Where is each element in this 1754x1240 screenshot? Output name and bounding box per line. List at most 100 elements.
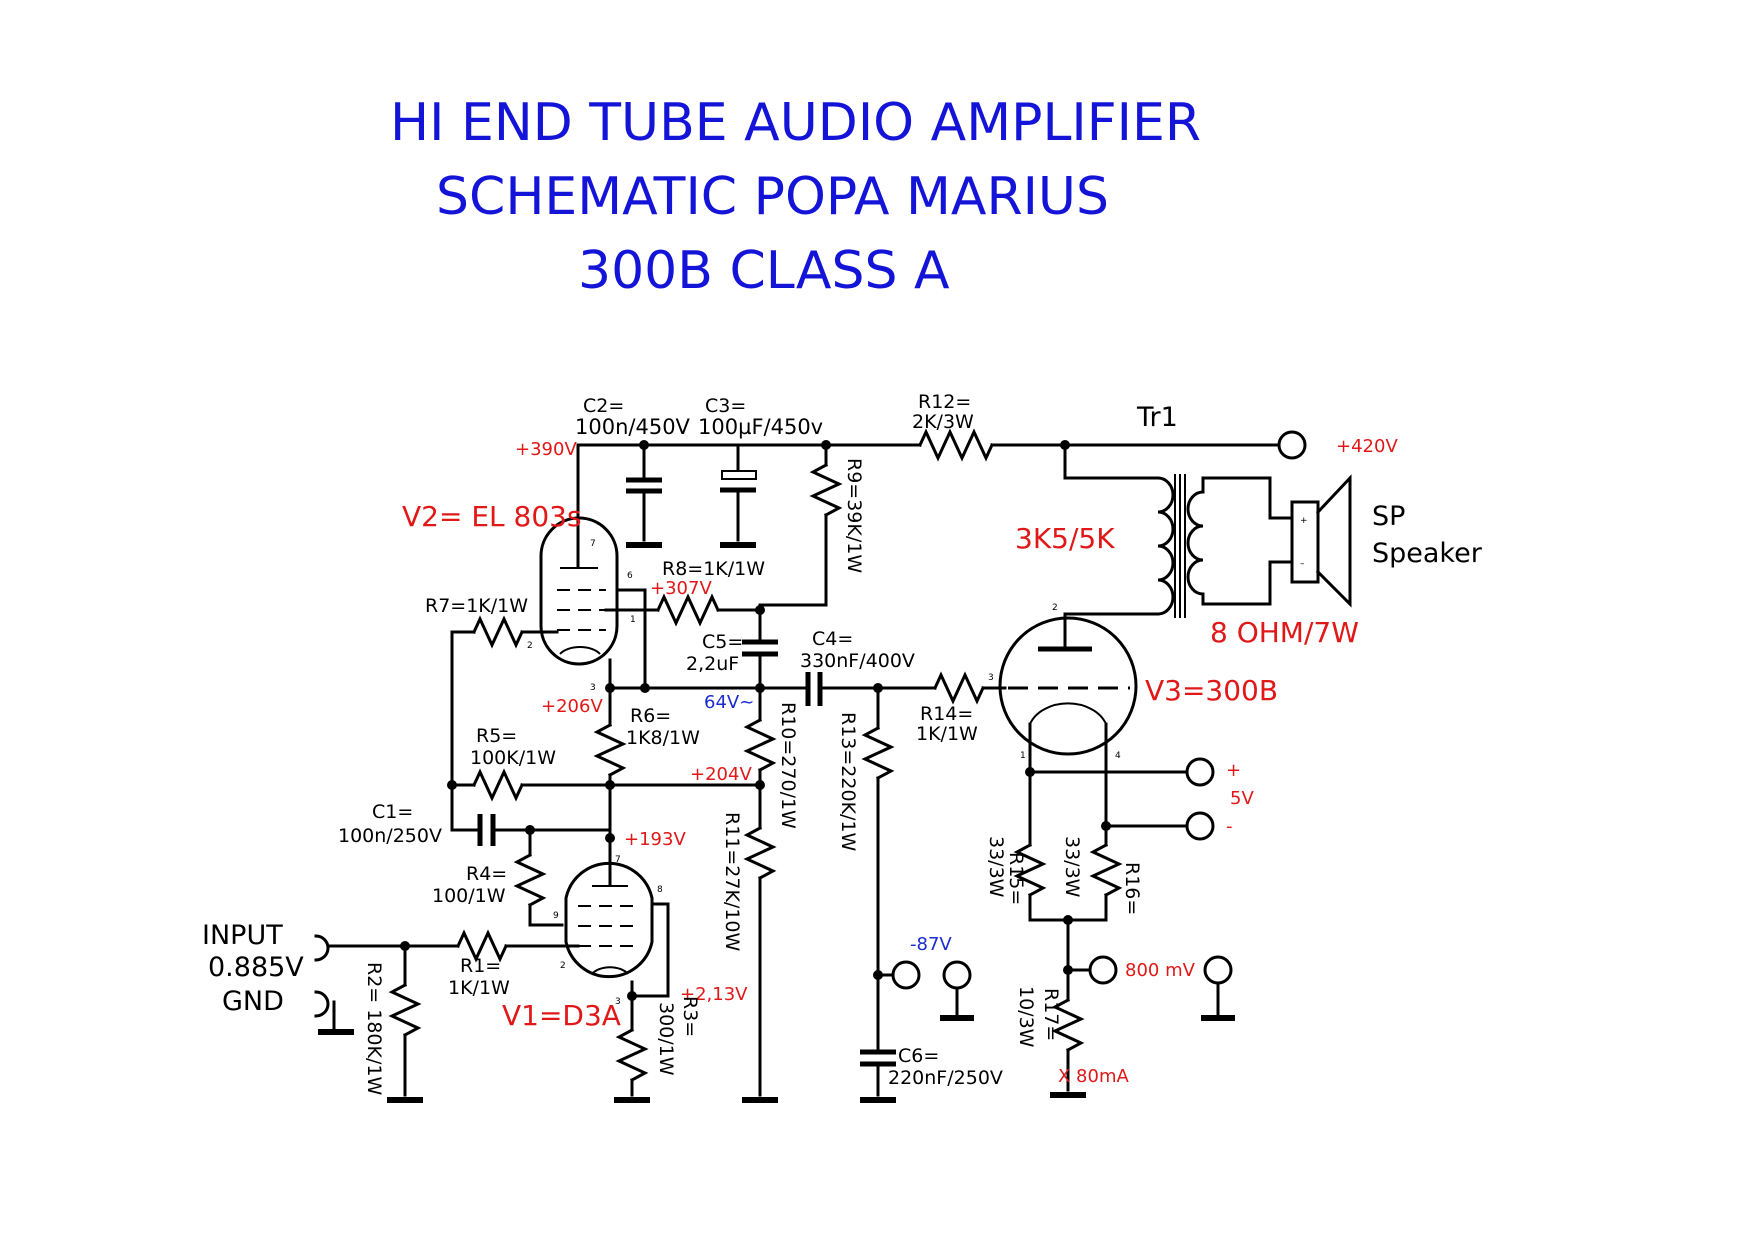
r5-value: 100K/1W	[470, 747, 556, 769]
bias-minus-87v-test-point	[891, 960, 921, 990]
gnd-label: GND	[222, 986, 284, 1017]
r16-value: 33/3W	[1061, 836, 1083, 898]
c2-label: C2=	[583, 395, 624, 417]
r6-value: 1K8/1W	[626, 727, 700, 749]
v2-pin-6: 6	[627, 571, 633, 581]
v2-pin-3: 3	[590, 683, 596, 693]
r15-label: R15=	[1005, 852, 1027, 905]
filament-minus: -	[1226, 816, 1233, 837]
speaker-name-label: Speaker	[1372, 538, 1483, 569]
speaker-sp-label: SP	[1372, 501, 1405, 532]
resistor-r7	[450, 615, 559, 832]
input-ground-jack	[314, 990, 354, 1035]
r15-value: 33/3W	[985, 836, 1007, 898]
cathode-test-point-ground	[1201, 955, 1235, 1021]
r14-value: 1K/1W	[916, 723, 978, 745]
r9-label: R9=39K/1W	[843, 458, 865, 573]
v3-pin-4: 4	[1115, 751, 1121, 761]
bias-test-point-ground	[940, 960, 974, 1021]
resistor-r15	[1013, 770, 1047, 922]
tube-v3-label: V3=300B	[1145, 674, 1278, 707]
resistor-r14	[933, 671, 1007, 705]
r4-value: 100/1W	[432, 885, 506, 907]
voltage-206v: +206V	[541, 696, 603, 717]
r17-label: R17=	[1040, 988, 1062, 1041]
r12-value: 2K/3W	[912, 411, 974, 433]
c6-label: C6=	[898, 1045, 939, 1067]
filament-5v: 5V	[1230, 788, 1254, 809]
voltage-minus-87v: -87V	[910, 934, 952, 955]
r1-value: 1K/1W	[448, 977, 510, 999]
r8-label: R8=1K/1W	[662, 558, 765, 580]
input-jack	[314, 929, 580, 963]
c4-value: 330nF/400V	[800, 650, 915, 672]
b-plus-rail	[576, 428, 1307, 462]
title-line-1: HI END TUBE AUDIO AMPLIFIER	[390, 93, 1201, 153]
tr1-label: Tr1	[1136, 402, 1178, 433]
v1-pin-9: 9	[553, 911, 559, 921]
capacitor-c2	[626, 443, 662, 542]
filament-plus: +	[1226, 760, 1241, 781]
c3-value: 100µF/450v	[698, 415, 823, 439]
v3-pin-2: 2	[1052, 603, 1058, 613]
r3-label: R3=	[679, 996, 701, 1037]
tube-v1-label: V1=D3A	[502, 999, 621, 1032]
r2-label: R2= 180K/1W	[363, 962, 385, 1095]
speaker-icon: + –	[1290, 474, 1352, 608]
resistor-r11	[743, 823, 777, 1097]
current-80ma: X 80mA	[1058, 1066, 1129, 1087]
output-transformer	[1063, 443, 1294, 634]
voltage-2-13v: +2,13V	[680, 984, 748, 1005]
r14-label: R14=	[920, 703, 973, 725]
v1-pin-7: 7	[615, 855, 621, 865]
v1-pin-3: 3	[615, 997, 621, 1007]
voltage-420v: +420V	[1336, 436, 1398, 457]
tube-v2-label: V2= EL 803s	[402, 500, 582, 533]
title-line-3: 300B CLASS A	[578, 241, 950, 301]
voltage-800mv: 800 mV	[1125, 960, 1196, 981]
v1-pin-2: 2	[560, 961, 566, 971]
resistor-r5	[447, 768, 765, 802]
c5-value: 2,2uF	[686, 653, 739, 675]
capacitor-c3	[720, 443, 757, 542]
capacitor-c6	[860, 1049, 896, 1097]
input-label: INPUT	[202, 920, 283, 951]
r13-label: R13=220K/1W	[837, 712, 859, 852]
v3-pin-1: 1	[1020, 751, 1026, 761]
r4-label: R4=	[466, 863, 507, 885]
capacitor-c1	[450, 814, 615, 846]
v2-pin-2: 2	[527, 641, 533, 651]
resistor-r2	[388, 944, 422, 1097]
r5-label: R5=	[476, 725, 517, 747]
b-plus-420v-terminal	[1277, 430, 1307, 460]
c1-label: C1=	[372, 801, 413, 823]
c2-value: 100n/450V	[575, 415, 691, 439]
voltage-193v: +193V	[624, 829, 686, 850]
cathode-800mv-test-point	[1088, 955, 1118, 985]
speaker-plus-sign: +	[1300, 516, 1308, 526]
c3-label: C3=	[705, 395, 746, 417]
speaker-minus-sign: –	[1300, 559, 1305, 569]
c4-label: C4=	[812, 628, 853, 650]
c1-value: 100n/250V	[338, 825, 442, 847]
r6-label: R6=	[630, 705, 671, 727]
c5-label: C5=	[702, 631, 743, 653]
capacitor-c4	[805, 672, 937, 706]
speaker-load: 8 OHM/7W	[1210, 616, 1359, 649]
resistor-r9	[758, 443, 843, 607]
input-level: 0.885V	[208, 952, 304, 983]
filament-supply	[1025, 757, 1215, 841]
resistor-r6	[593, 686, 627, 868]
tube-v3	[998, 616, 1138, 774]
resistor-r13	[861, 686, 921, 1052]
r17-value: 10/3W	[1015, 986, 1037, 1048]
voltage-390v: +390V	[515, 439, 577, 460]
voltage-64v-ac: 64V~	[704, 692, 754, 713]
r1-label: R1=	[460, 955, 501, 977]
r12-label: R12=	[918, 391, 971, 413]
transformer-impedance: 3K5/5K	[1015, 522, 1115, 555]
r16-label: R16=	[1121, 862, 1143, 915]
v1-pin-8: 8	[657, 885, 663, 895]
resistor-r3	[615, 994, 649, 1097]
voltage-204v: +204V	[690, 764, 752, 785]
